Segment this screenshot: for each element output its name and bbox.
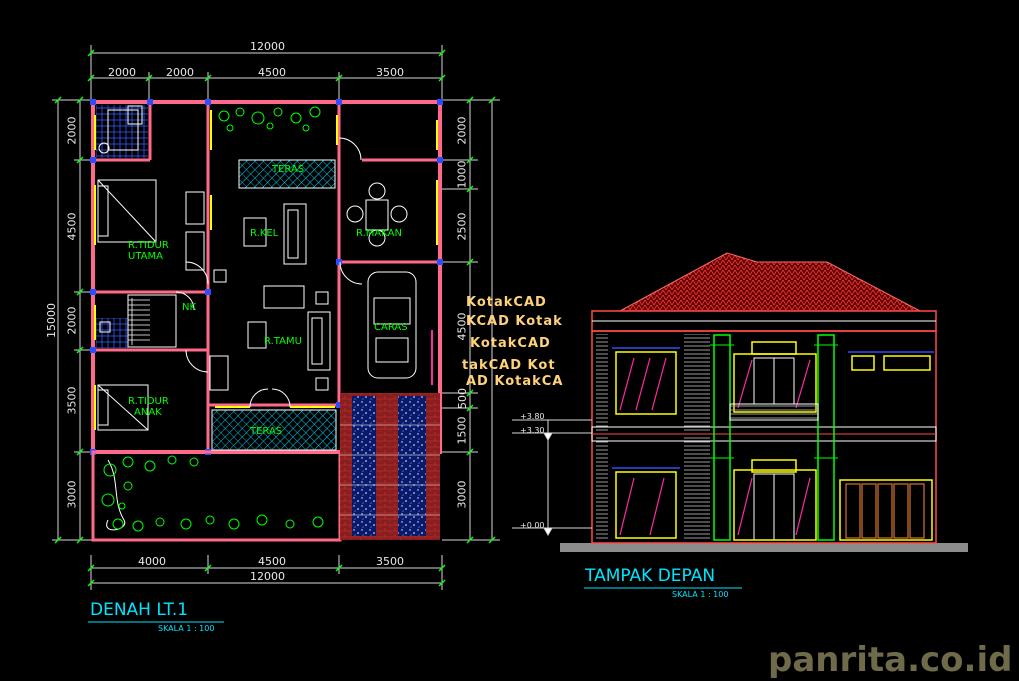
room-label-teras-bottom: TERAS	[250, 426, 283, 437]
bed-child	[97, 384, 149, 431]
watermark-line-3: KotakCAD	[470, 336, 551, 351]
dim-bottom-total: 12000	[250, 570, 285, 583]
dim-right-7: 3000	[455, 480, 469, 509]
dim-top-2: 2000	[166, 66, 194, 79]
front-elevation	[512, 252, 968, 589]
room-label-r-tamu: R.TAMU	[264, 336, 302, 347]
dim-right-2: 1000	[455, 160, 469, 189]
dim-left-2: 4500	[65, 212, 79, 241]
elevation-title: TAMPAK DEPAN	[585, 566, 716, 586]
room-label-r-makan: R.MAKAN	[356, 228, 402, 239]
dim-top-3: 4500	[258, 66, 286, 79]
dim-right-1: 2000	[455, 116, 469, 145]
level-marks	[512, 419, 592, 537]
dimension-lines-bottom	[90, 555, 443, 590]
dim-bottom-3: 3500	[376, 555, 404, 568]
dim-left-3: 2000	[65, 306, 79, 335]
watermark-line-1: KotakCAD	[466, 295, 547, 310]
dimension-ticks-bottom	[87, 564, 446, 587]
plan-title: DENAH LT.1	[90, 600, 189, 620]
dim-left-4: 3500	[65, 386, 79, 415]
site-watermark: panrita.co.id	[768, 640, 1013, 680]
driveway	[340, 393, 440, 540]
watermark-line-4: takCAD Kot	[462, 358, 556, 373]
furniture	[175, 137, 408, 408]
dim-top-total: 12000	[250, 40, 285, 53]
garden-top	[218, 106, 321, 132]
interior-walls	[93, 102, 440, 452]
dim-bottom-1: 4000	[138, 555, 166, 568]
plan-scale: SKALA 1 : 100	[158, 624, 215, 633]
windows-lower	[615, 459, 933, 541]
level-label-2: +3.30	[520, 426, 545, 435]
room-label-carport: CARAS	[374, 322, 408, 333]
dim-right-3: 2500	[455, 212, 469, 241]
garage-door-elevation	[845, 483, 925, 539]
roof	[619, 252, 921, 312]
dim-right-5: 500	[456, 388, 469, 409]
dim-bottom-2: 4500	[258, 555, 286, 568]
front-yard	[91, 450, 342, 542]
bed-master	[97, 179, 157, 243]
room-label-r-tidur-utama-2: UTAMA	[128, 251, 163, 262]
room-label-r-tidur-anak-2: ANAK	[134, 407, 162, 418]
room-label-r-tidur-utama-1: R.TIDUR	[128, 240, 169, 251]
room-label-nk: NK	[182, 302, 197, 313]
windows-upper	[615, 341, 931, 415]
dim-top-4: 3500	[376, 66, 404, 79]
windows	[94, 110, 438, 430]
room-label-r-kel: R.KEL	[250, 228, 279, 239]
bathroom-top	[96, 105, 148, 158]
dimension-ticks-top	[87, 49, 446, 82]
car	[367, 271, 417, 379]
teras-bottom	[211, 409, 337, 451]
bathroom-nk	[96, 294, 177, 348]
ground-line	[560, 543, 968, 552]
dim-left-1: 2000	[65, 116, 79, 145]
dim-left-total: 15000	[45, 303, 58, 338]
dim-right-6: 1500	[455, 416, 469, 445]
level-label-3: +0.00	[520, 521, 545, 530]
watermark-line-2: KCAD Kotak	[466, 314, 563, 329]
teras-top	[238, 159, 336, 189]
dim-left-5: 3000	[65, 480, 79, 509]
floor-plan	[52, 45, 500, 590]
dimension-lines-left	[52, 99, 92, 541]
dim-top-1: 2000	[108, 66, 136, 79]
dimension-ticks-left	[54, 96, 84, 544]
dimension-ticks-right	[466, 96, 496, 544]
elevation-scale: SKALA 1 : 100	[672, 590, 729, 599]
room-label-r-tidur-anak-1: R.TIDUR	[128, 396, 169, 407]
level-label-1: +3.80	[520, 412, 545, 421]
room-label-teras-top: TERAS	[272, 164, 305, 175]
watermark-line-5: AD KotakCA	[466, 374, 564, 389]
